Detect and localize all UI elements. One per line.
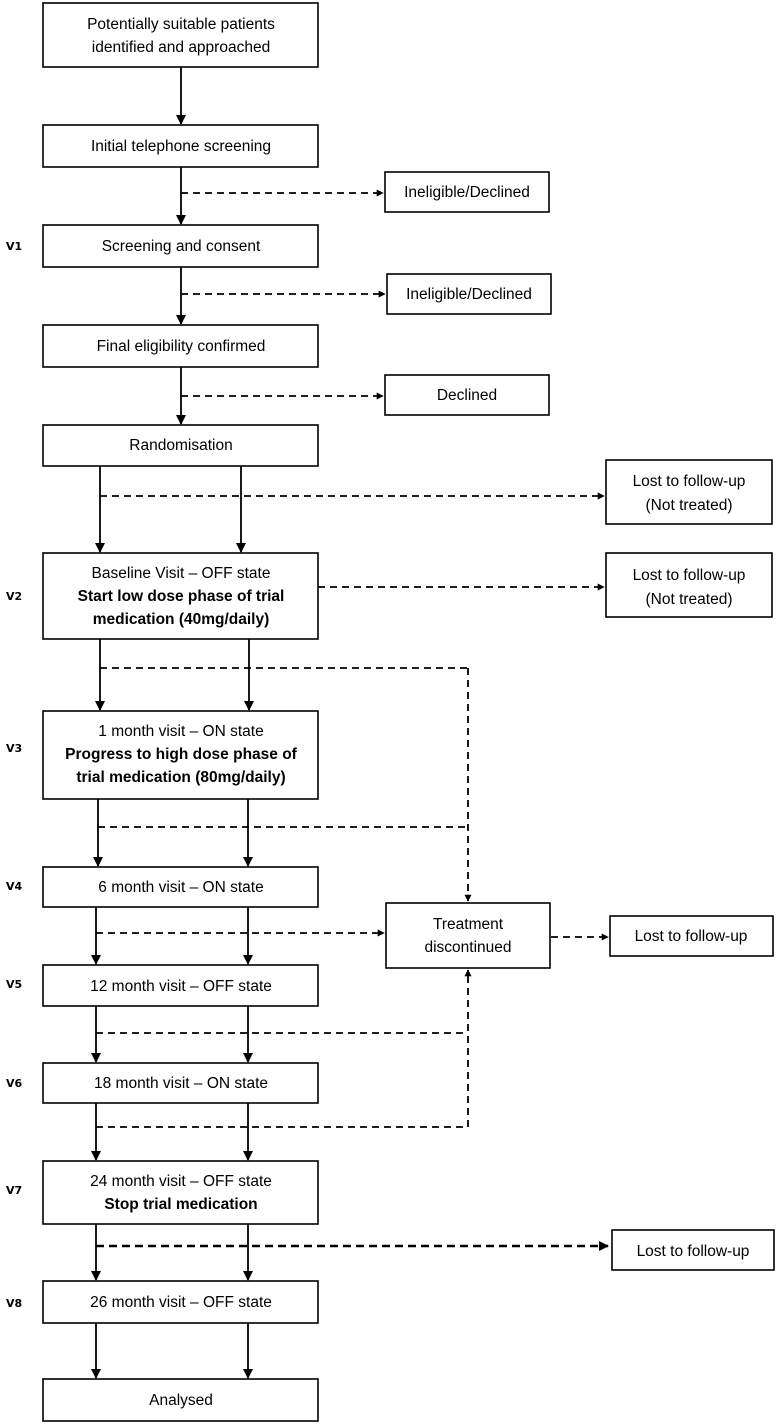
box-eligibility-text: Final eligibility confirmed	[97, 338, 266, 355]
box-randomisation-text: Randomisation	[129, 437, 232, 454]
box-month26-visit: 26 month visit – OFF state	[42, 1280, 319, 1324]
box-month1-line2: Progress to high dose phase of	[65, 746, 298, 763]
dashed-arrows	[96, 189, 609, 1251]
box-analysed: Analysed	[42, 1378, 319, 1422]
visit-label-v8: V8	[6, 1297, 22, 1310]
box-month1-line3: trial medication (80mg/daily)	[76, 769, 285, 786]
box-discontinued-line2: discontinued	[424, 939, 511, 956]
box-month24-line1: 24 month visit – OFF state	[90, 1173, 272, 1190]
box-identified-line2: identified and approached	[92, 39, 270, 56]
box-lost4-text: Lost to follow-up	[637, 1243, 750, 1260]
solid-arrows	[91, 67, 254, 1379]
box-month24-visit: 24 month visit – OFF state Stop trial me…	[42, 1160, 319, 1225]
visit-label-v6: V6	[6, 1077, 23, 1090]
box-ineligible-declined-1: Ineligible/Declined	[384, 171, 550, 213]
box-month12-visit: 12 month visit – OFF state	[42, 964, 319, 1007]
visit-label-v7: V7	[6, 1184, 22, 1197]
box-treatment-discontinued: Treatment discontinued	[385, 902, 551, 969]
box-month26-text: 26 month visit – OFF state	[90, 1294, 272, 1311]
box-month12-text: 12 month visit – OFF state	[90, 978, 272, 995]
box-declined: Declined	[384, 374, 550, 416]
visit-label-v4: V4	[6, 880, 23, 893]
box-month1-visit: 1 month visit – ON state Progress to hig…	[42, 710, 319, 800]
box-month6-visit: 6 month visit – ON state	[42, 866, 319, 908]
box-month18-visit: 18 month visit – ON state	[42, 1062, 319, 1104]
box-randomisation: Randomisation	[42, 424, 319, 467]
box-telephone-screening: Initial telephone screening	[42, 124, 319, 168]
box-month18-text: 18 month visit – ON state	[94, 1075, 268, 1092]
visit-label-v3: V3	[6, 742, 22, 755]
box-identified: Potentially suitable patients identified…	[42, 2, 319, 68]
visit-label-v1: V1	[6, 240, 22, 253]
box-baseline-line2: Start low dose phase of trial	[78, 588, 285, 605]
box-declined-text: Declined	[437, 387, 497, 404]
box-month6-text: 6 month visit – ON state	[98, 879, 263, 896]
box-lost-followup-4: Lost to follow-up	[611, 1229, 775, 1271]
box-ineligible2-text: Ineligible/Declined	[406, 286, 532, 303]
box-screening-consent: Screening and consent	[42, 224, 319, 268]
box-ineligible1-text: Ineligible/Declined	[404, 184, 530, 201]
visit-label-v5: V5	[6, 978, 22, 991]
box-lost-followup-1: Lost to follow-up (Not treated)	[605, 459, 773, 525]
visit-labels: V1 V2 V3 V4 V5 V6 V7 V8	[6, 240, 23, 1310]
box-baseline-line1: Baseline Visit – OFF state	[92, 565, 271, 582]
box-lost-followup-2: Lost to follow-up (Not treated)	[605, 552, 773, 618]
box-month1-line1: 1 month visit – ON state	[98, 723, 263, 740]
box-telephone-text: Initial telephone screening	[91, 138, 271, 155]
box-eligibility: Final eligibility confirmed	[42, 324, 319, 368]
box-discontinued-line1: Treatment	[433, 916, 504, 933]
box-lost-followup-3: Lost to follow-up	[609, 915, 774, 957]
box-ineligible-declined-2: Ineligible/Declined	[386, 273, 552, 315]
box-month24-line2: Stop trial medication	[104, 1196, 257, 1213]
box-lost2-line2: (Not treated)	[645, 591, 732, 608]
visit-label-v2: V2	[6, 590, 22, 603]
box-lost3-text: Lost to follow-up	[635, 928, 748, 945]
box-lost2-line1: Lost to follow-up	[633, 567, 746, 584]
box-lost1-line1: Lost to follow-up	[633, 473, 746, 490]
box-baseline-line3: medication (40mg/daily)	[93, 611, 270, 628]
box-baseline-visit: Baseline Visit – OFF state Start low dos…	[42, 552, 319, 640]
box-lost1-line2: (Not treated)	[645, 497, 732, 514]
box-analysed-text: Analysed	[149, 1392, 213, 1409]
box-identified-line1: Potentially suitable patients	[87, 16, 275, 33]
box-screening-text: Screening and consent	[102, 238, 261, 255]
